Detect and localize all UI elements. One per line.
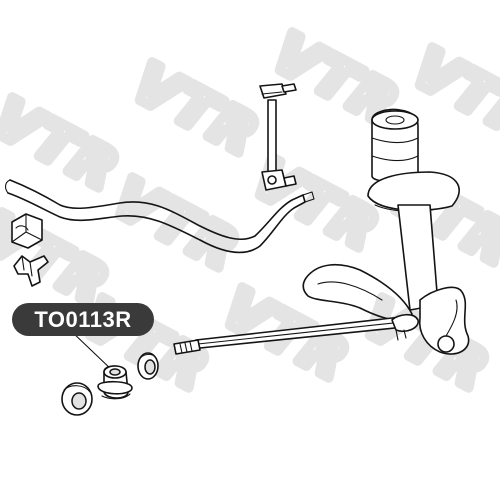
strut-rod-thread — [173, 339, 201, 355]
bar-bracket — [13, 255, 49, 287]
watermark-text: VTR — [0, 86, 130, 204]
watermark-text: VTR — [104, 166, 250, 284]
watermark-text: VTR — [244, 146, 390, 264]
knuckle-bolt — [437, 335, 455, 353]
stabilizer-bar-outline — [7, 179, 306, 254]
stabilizer-link — [259, 83, 297, 191]
link-rod — [267, 99, 277, 173]
watermark-text: VTR — [124, 51, 270, 169]
strut-assembly — [367, 108, 460, 311]
label-leader-line — [69, 329, 115, 373]
bushing-washer — [61, 382, 93, 416]
part-number-label: TO0113R — [12, 303, 154, 336]
stabilizer-bar-end — [5, 179, 11, 194]
strut-rod-bushing — [97, 365, 133, 400]
bar-bushing — [11, 213, 43, 249]
stabilizer-bar-end-right — [302, 191, 315, 203]
bushing-body — [11, 213, 43, 249]
strut-rod — [173, 313, 419, 355]
strut-rod-end — [391, 313, 419, 333]
rod-washer — [137, 352, 159, 380]
steering-knuckle — [418, 286, 470, 355]
strut-mount — [371, 110, 419, 130]
stabilizer-bar — [5, 179, 315, 254]
